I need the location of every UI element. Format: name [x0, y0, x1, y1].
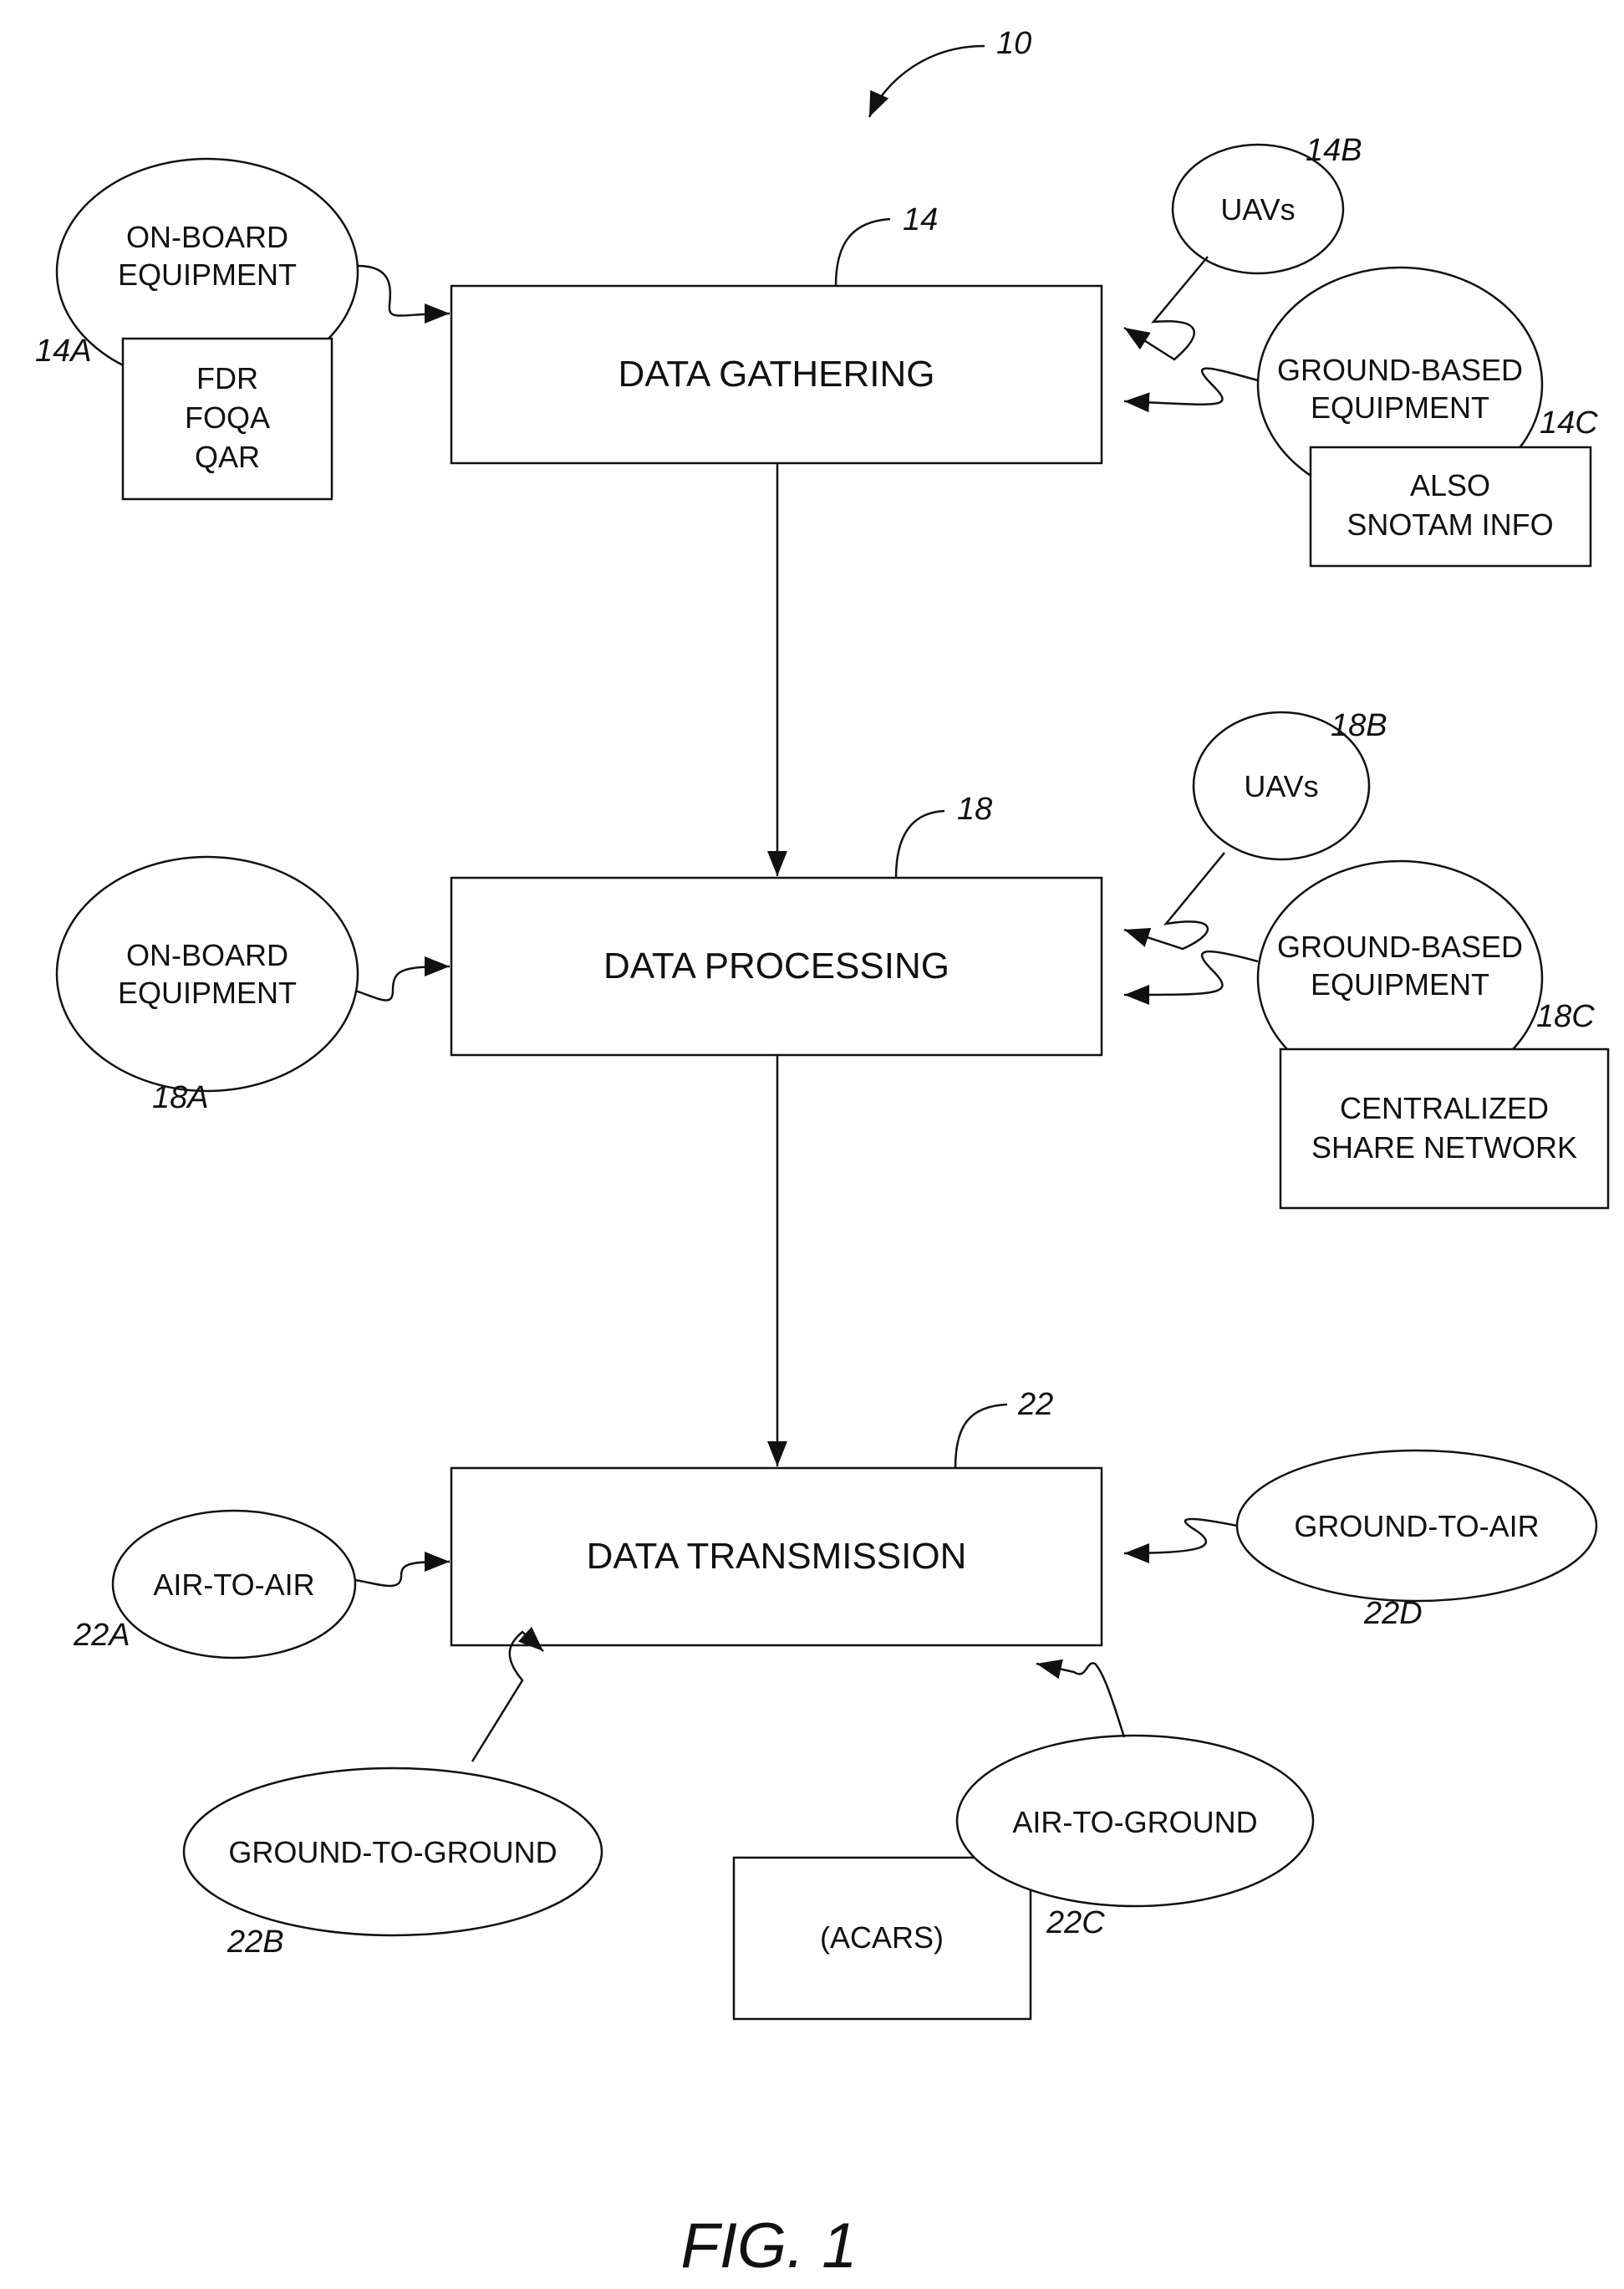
ground-based-line2: EQUIPMENT	[1311, 967, 1489, 1002]
onboard-arrow	[355, 966, 450, 1001]
uavs-label: UAVs	[1220, 192, 1295, 227]
ref-18-label: 18	[957, 792, 992, 827]
data-transmission-group: DATA TRANSMISSION 22 AIR-TO-AIR 22A GROU…	[73, 1387, 1596, 2019]
ground-to-ground-arrow	[472, 1632, 543, 1761]
onboard-equipment-ellipse	[57, 857, 358, 1091]
air-to-air-arrow	[355, 1562, 450, 1586]
figure-ref-label: 10	[996, 26, 1031, 61]
onboard-source-foqa: FOQA	[185, 400, 270, 435]
ref-22d-label: 22D	[1363, 1596, 1423, 1631]
figure-caption: FIG. 1	[680, 2210, 857, 2281]
uavs-label: UAVs	[1244, 769, 1318, 803]
ref-22c-label: 22C	[1046, 1905, 1105, 1940]
share-network-box	[1280, 1049, 1608, 1208]
onboard-source-qar: QAR	[195, 440, 260, 474]
ref-14c-label: 14C	[1540, 405, 1598, 441]
ground-based-arrow	[1124, 951, 1258, 995]
ground-to-ground-label: GROUND-TO-GROUND	[228, 1835, 557, 1869]
onboard-arrow	[358, 266, 450, 316]
ref-22a-label: 22A	[73, 1618, 130, 1653]
ref-22b-label: 22B	[227, 1924, 284, 1960]
onboard-line2: EQUIPMENT	[118, 257, 297, 292]
ref-18b-label: 18B	[1331, 708, 1387, 743]
data-processing-group: DATA PROCESSING 18 ON-BOARD EQUIPMENT 18…	[57, 708, 1608, 1208]
air-to-ground-label: AIR-TO-GROUND	[1012, 1805, 1257, 1839]
data-gathering-title: DATA GATHERING	[619, 354, 935, 395]
ref-14-leader	[836, 219, 890, 286]
figure-ref-leader	[869, 46, 985, 117]
ref-22-leader	[955, 1404, 1007, 1468]
ref-14-label: 14	[903, 202, 938, 237]
ground-based-line1: GROUND-BASED	[1277, 353, 1523, 387]
data-gathering-group: DATA GATHERING 14 ON-BOARD EQUIPMENT FDR…	[35, 133, 1598, 566]
ground-based-arrow	[1124, 369, 1258, 405]
acars-label: (ACARS)	[820, 1920, 944, 1955]
snotam-line2: SNOTAM INFO	[1347, 507, 1553, 542]
ref-18c-label: 18C	[1536, 999, 1595, 1034]
ground-to-air-arrow	[1124, 1519, 1237, 1553]
uavs-arrow	[1124, 853, 1224, 949]
air-to-air-label: AIR-TO-AIR	[153, 1568, 314, 1602]
ref-14a-label: 14A	[35, 334, 92, 369]
snotam-box	[1311, 447, 1591, 566]
ground-based-line2: EQUIPMENT	[1311, 390, 1489, 425]
onboard-line1: ON-BOARD	[126, 938, 288, 972]
onboard-source-fdr: FDR	[196, 361, 258, 395]
ref-22-label: 22	[1017, 1387, 1053, 1422]
data-processing-title: DATA PROCESSING	[603, 946, 949, 986]
snotam-line1: ALSO	[1410, 468, 1490, 502]
air-to-ground-arrow	[1036, 1663, 1124, 1737]
ref-18-leader	[896, 811, 944, 878]
share-network-line1: CENTRALIZED	[1340, 1091, 1549, 1125]
onboard-line2: EQUIPMENT	[118, 976, 297, 1010]
share-network-line2: SHARE NETWORK	[1311, 1130, 1577, 1165]
ground-to-air-label: GROUND-TO-AIR	[1294, 1509, 1539, 1543]
ref-18a-label: 18A	[152, 1080, 209, 1115]
figure-ref-10: 10	[869, 26, 1031, 117]
data-transmission-title: DATA TRANSMISSION	[587, 1536, 967, 1577]
onboard-line1: ON-BOARD	[126, 220, 288, 254]
ground-based-line1: GROUND-BASED	[1277, 930, 1523, 964]
ref-14b-label: 14B	[1306, 133, 1362, 168]
uavs-arrow	[1124, 257, 1208, 359]
